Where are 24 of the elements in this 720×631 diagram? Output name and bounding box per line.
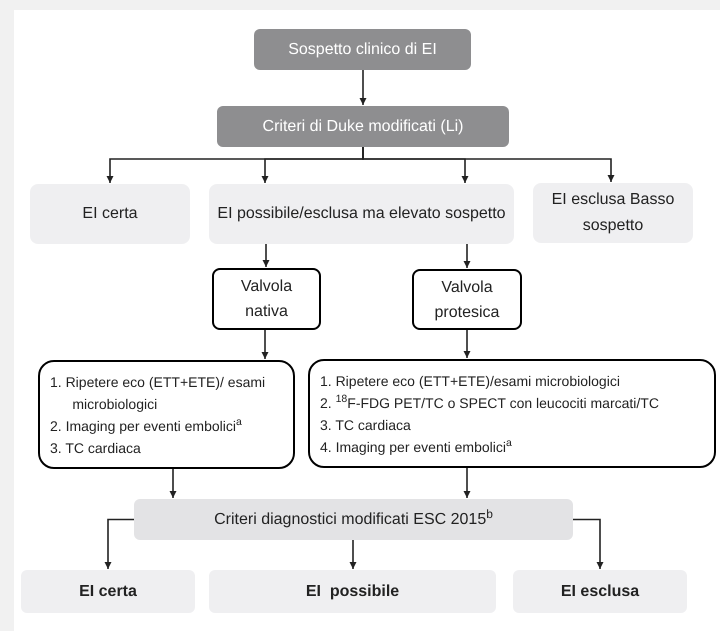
criteria-box: Criteri diagnostici modificati ESC 2015$^{b}$: [134, 499, 573, 540]
arrow: [104, 518, 134, 569]
valve-box: Valvola protesica: [412, 269, 522, 330]
arrow: [262, 244, 270, 267]
outcome-box: EI possibile/esclusa ma elevato sospetto: [209, 184, 514, 244]
arrow: [262, 330, 268, 359]
arrow: [464, 244, 470, 268]
process-box: Sospetto clinico di EI: [254, 29, 471, 70]
arrow: [360, 70, 366, 105]
process-box: Criteri di Duke modificati (Li): [217, 106, 509, 147]
arrow: [464, 468, 470, 498]
arrow: [573, 518, 604, 569]
arrow: [362, 147, 614, 182]
outcome-box: EI certa: [30, 184, 190, 244]
arrow: [350, 540, 356, 569]
arrow: [464, 330, 470, 358]
steps-box: 1. Ripetere eco (ETT+ETE)/esami microbiologici 2. $^{18}$F-FDG PET/TC o SPECT con leucociti marcati/TC 3. TC cardiaca 4. Imaging per eventi embolici$^{a}$: [308, 359, 716, 468]
result-box: EI certa: [21, 570, 195, 613]
arrow: [170, 469, 176, 498]
steps-box: 1. Ripetere eco (ETT+ETE)/ esami microbiologici 2. Imaging per eventi embolici$^{a}$ 3. TC cardiaca: [38, 360, 295, 469]
valve-box: Valvola nativa: [212, 268, 321, 330]
outcome-box: EI esclusa Basso sospetto: [533, 183, 693, 243]
result-box: EI esclusa: [513, 570, 687, 613]
result-box: EI possibile: [209, 570, 496, 613]
